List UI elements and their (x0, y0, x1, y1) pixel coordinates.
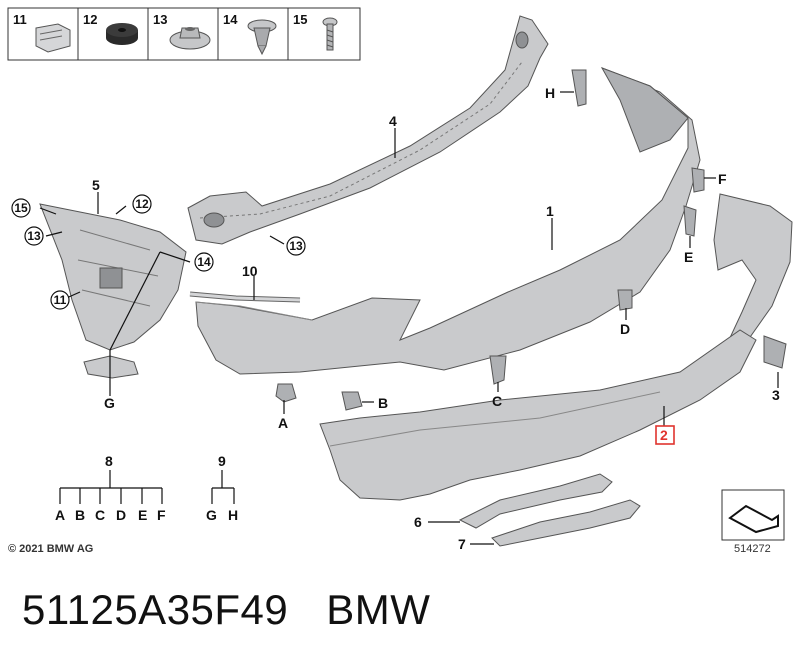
legend-label-13: 13 (153, 12, 167, 27)
part-6-trim (458, 473, 613, 529)
tree-8-e: E (138, 507, 147, 523)
legend-label-14: 14 (223, 12, 238, 27)
tree-9: 9 G H (206, 453, 238, 523)
callout-6: 6 (414, 514, 422, 530)
part-10-strip (189, 291, 301, 303)
part-2-diffuser (319, 329, 757, 501)
part-number: 51125A35F49 (22, 586, 289, 633)
clip-e (683, 205, 697, 237)
callout-1: 1 (546, 203, 554, 219)
clip-a (275, 383, 297, 403)
copyright-text: © 2021 BMW AG (8, 543, 94, 555)
circle-callout-11: 11 (50, 290, 70, 310)
callout-7: 7 (458, 536, 466, 552)
circle-callout-13-left: 13 (24, 226, 44, 246)
callout-g: G (104, 395, 115, 411)
clip-c (489, 355, 507, 385)
legend-label-12: 12 (83, 12, 97, 27)
part-g-clip (83, 355, 139, 379)
circle-callout-15: 15 (11, 198, 31, 218)
svg-text:14: 14 (197, 255, 211, 269)
tree-9-h: H (228, 507, 238, 523)
circle-callout-13-right: 13 (286, 236, 306, 256)
callout-d: D (620, 321, 630, 337)
screw-icon (322, 17, 338, 51)
svg-text:11: 11 (54, 293, 67, 307)
callout-h: H (545, 85, 555, 101)
tree-9-label: 9 (218, 453, 226, 469)
callout-2-highlight: 2 (655, 425, 675, 445)
tree-8-f: F (157, 507, 166, 523)
tree-8-a: A (55, 507, 65, 523)
callout-5: 5 (92, 177, 100, 193)
leader-lines (39, 91, 779, 545)
tree-8: 8 A B C D E F (55, 453, 166, 523)
part-4-carrier (187, 15, 549, 245)
diagram-code: 514272 (734, 543, 771, 555)
clip-nut-icon (35, 23, 71, 53)
circle-callout-12: 12 (132, 194, 152, 214)
tree-8-label: 8 (105, 453, 113, 469)
callout-f: F (718, 171, 727, 187)
legend-label-11: 11 (13, 12, 27, 27)
tree-8-d: D (116, 507, 126, 523)
callout-b: B (378, 395, 388, 411)
flange-nut-icon (169, 27, 211, 50)
tree-8-c: C (95, 507, 105, 523)
svg-text:15: 15 (14, 201, 28, 215)
legend-label-15: 15 (293, 12, 307, 27)
part-1-bumper-cover (195, 67, 701, 375)
part-7-trim (491, 499, 641, 547)
legend-strip: 11 12 13 14 15 (7, 7, 361, 61)
part-number-footer: 51125A35F49 BMW (22, 586, 430, 634)
callout-4: 4 (389, 113, 397, 129)
callout-3: 3 (772, 387, 780, 403)
clip-h (571, 69, 587, 107)
tree-9-g: G (206, 507, 217, 523)
callout-e: E (684, 249, 693, 265)
callout-c: C (492, 393, 502, 409)
callout-10: 10 (242, 263, 258, 279)
part-3-side-bracket (713, 193, 793, 369)
clip-d (617, 289, 633, 311)
tree-8-b: B (75, 507, 85, 523)
view-indicator-icon (721, 489, 785, 541)
brand-name: BMW (326, 586, 431, 633)
expanding-rivet-icon (247, 19, 277, 56)
callout-2: 2 (660, 427, 668, 443)
circle-callout-14: 14 (194, 252, 214, 272)
svg-text:13: 13 (27, 229, 41, 243)
clip-f (691, 167, 705, 193)
clip-b (341, 391, 363, 411)
rubber-washer-icon (106, 23, 138, 45)
callout-a: A (278, 415, 288, 431)
svg-text:13: 13 (289, 239, 303, 253)
svg-text:12: 12 (135, 197, 149, 211)
part-5-left-bracket (39, 203, 187, 351)
